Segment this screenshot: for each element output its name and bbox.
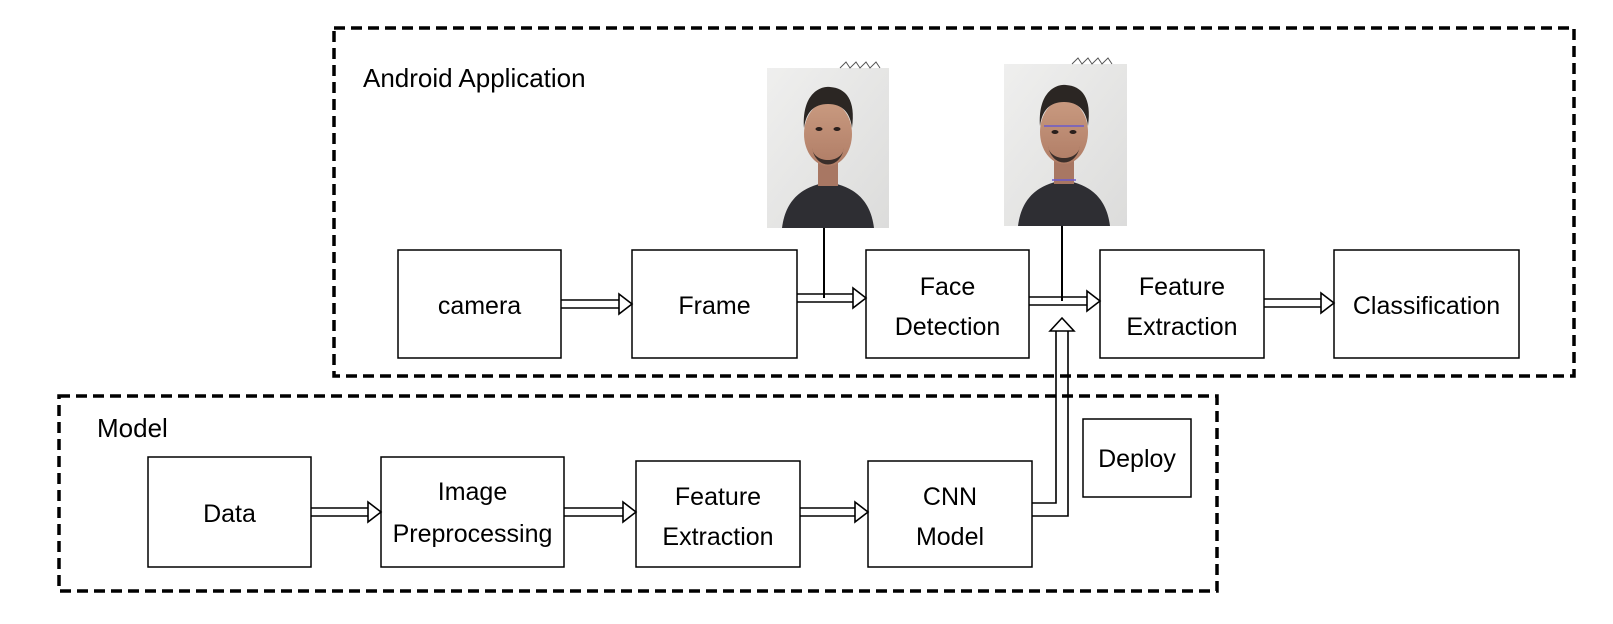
android-application-label: Android Application bbox=[363, 63, 586, 93]
classification-label: Classification bbox=[1353, 292, 1500, 320]
arrow-cnn-model-to-app bbox=[1032, 316, 1076, 517]
data-box: Data bbox=[147, 456, 312, 568]
model-label: Model bbox=[97, 413, 168, 443]
face-photo-icon bbox=[767, 61, 889, 228]
frame-box: Frame bbox=[631, 249, 798, 359]
image-preprocessing-box: Image Preprocessing bbox=[380, 456, 565, 568]
arrow-frame-to-face-detection bbox=[797, 286, 868, 310]
deploy-box: Deploy bbox=[1082, 418, 1192, 498]
image-preprocessing-label-line1: Image bbox=[438, 478, 507, 506]
arrow-feature-extraction-to-cnn-model bbox=[800, 500, 870, 524]
cnn-model-label-line1: CNN bbox=[923, 483, 977, 511]
face-detection-box: Face Detection bbox=[865, 249, 1030, 359]
feature-extraction-app-label-line2: Extraction bbox=[1126, 313, 1237, 341]
feature-extraction-model-label-line2: Extraction bbox=[662, 523, 773, 551]
camera-label: camera bbox=[438, 292, 521, 320]
camera-box: camera bbox=[397, 249, 562, 359]
detected-face-photo-icon bbox=[1004, 57, 1127, 226]
arrow-face-detection-to-feature-extraction bbox=[1029, 289, 1102, 313]
feature-extraction-model-label-line1: Feature bbox=[675, 483, 761, 511]
face-detection-label-line1: Face bbox=[920, 273, 976, 301]
face-detection-label-line2: Detection bbox=[895, 313, 1001, 341]
feature-extraction-app-label-line1: Feature bbox=[1139, 273, 1225, 301]
feature-extraction-model-box: Feature Extraction bbox=[635, 460, 801, 568]
model-group bbox=[57, 394, 1219, 593]
classification-box: Classification bbox=[1333, 249, 1520, 359]
image-preprocessing-label-line2: Preprocessing bbox=[393, 520, 553, 548]
cnn-model-label-line2: Model bbox=[916, 523, 984, 551]
data-label: Data bbox=[203, 500, 256, 528]
arrow-feature-extraction-to-classification bbox=[1264, 291, 1336, 315]
arrow-image-preprocessing-to-feature-extraction bbox=[564, 500, 638, 524]
android-application-group bbox=[332, 26, 1576, 378]
feature-extraction-app-box: Feature Extraction bbox=[1099, 249, 1265, 359]
deploy-label: Deploy bbox=[1098, 445, 1176, 473]
arrow-camera-to-frame bbox=[561, 292, 634, 316]
arrow-data-to-image-preprocessing bbox=[311, 500, 383, 524]
cnn-model-box: CNN Model bbox=[867, 460, 1033, 568]
frame-label: Frame bbox=[678, 292, 750, 320]
